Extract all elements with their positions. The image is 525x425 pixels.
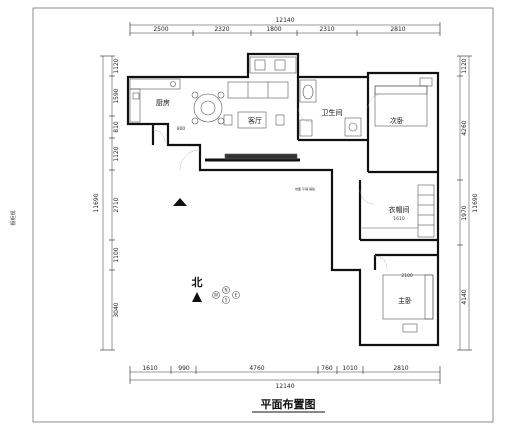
master-bed [382,274,434,333]
top-dim-1: 2500 [153,26,168,33]
room-label-bathroom: 卫生间 [322,108,343,117]
left-total-dim: 11690 [93,193,100,212]
right-dim-3: 1970 [461,205,468,220]
bottom-dimension-chain: 1610 990 4760 760 1010 2810 12140 [129,365,441,390]
annotation-800: 800 [177,126,186,132]
left-dimension-chain: 1120 1590 810 1120 2710 1100 3040 11690 [93,55,120,351]
closet-shelves [362,184,435,238]
right-dim-2: 4260 [461,120,468,135]
exterior-wall [126,52,440,347]
svg-text:E: E [235,293,238,298]
top-dim-4: 2310 [319,26,334,33]
right-dim-4: 4140 [461,289,468,304]
room-label-living: 客厅 [248,116,262,125]
left-dim-6: 1100 [113,247,120,262]
sheet-border [32,7,494,423]
bottom-total-dim: 12140 [275,383,294,390]
bay-window [249,56,297,74]
bottom-dim-4: 760 [321,365,333,372]
top-dim-3: 1800 [266,26,281,33]
north-arrow-icon [192,292,202,302]
right-total-dim: 11690 [472,193,479,212]
left-dim-7: 3040 [113,302,120,317]
right-dim-1: 1120 [461,58,468,73]
bottom-dim-2: 990 [178,365,190,372]
kitchen-fixtures [129,78,181,123]
room-label-closet: 衣帽间 [389,205,410,214]
annotation-2100: 2100 [401,273,413,279]
annotation-1610: 1610 [393,216,405,222]
right-dimension-chain: 1120 4260 1970 4140 11690 [457,55,479,351]
interior-walls [151,77,438,270]
left-dim-2: 1590 [113,88,120,103]
left-dim-5: 2710 [113,197,120,212]
drawing-title: 平面布置图 [261,397,316,411]
room-label-second-bedroom: 次卧 [390,116,404,125]
room-label-kitchen: 厨房 [156,98,170,107]
bottom-dim-6: 2810 [393,365,408,372]
side-label: 橱柜规 [10,210,17,225]
bottom-dim-5: 1010 [342,365,357,372]
living-sofa [223,81,289,129]
tv-cabinet [224,153,298,160]
bathroom-fixtures [299,79,362,137]
north-label: 北 [192,275,203,289]
bottom-dim-3: 4760 [249,365,264,372]
left-dim-1: 1120 [113,58,120,73]
room-label-master-bedroom: 主卧 [398,296,412,305]
top-dim-2: 2320 [214,26,229,33]
svg-text:W: W [214,293,218,298]
second-bedroom-bed [374,77,433,127]
left-dim-4: 1120 [113,146,120,161]
svg-text:S: S [225,298,228,303]
compass-rose-icon: N S W E [212,286,240,304]
annotation-floor-note: 地面 平铺 铺贴 [295,186,315,191]
top-total-dim: 12140 [275,17,294,24]
door-swings [152,93,388,269]
left-dim-3: 810 [113,121,120,133]
top-dimension-chain: 12140 2500 2320 1800 2310 2810 [129,17,441,36]
top-dim-5: 2810 [390,26,405,33]
svg-text:N: N [225,288,228,293]
bottom-dim-1: 1610 [142,365,157,372]
entry-marker [173,198,187,206]
dining-table [191,91,225,125]
